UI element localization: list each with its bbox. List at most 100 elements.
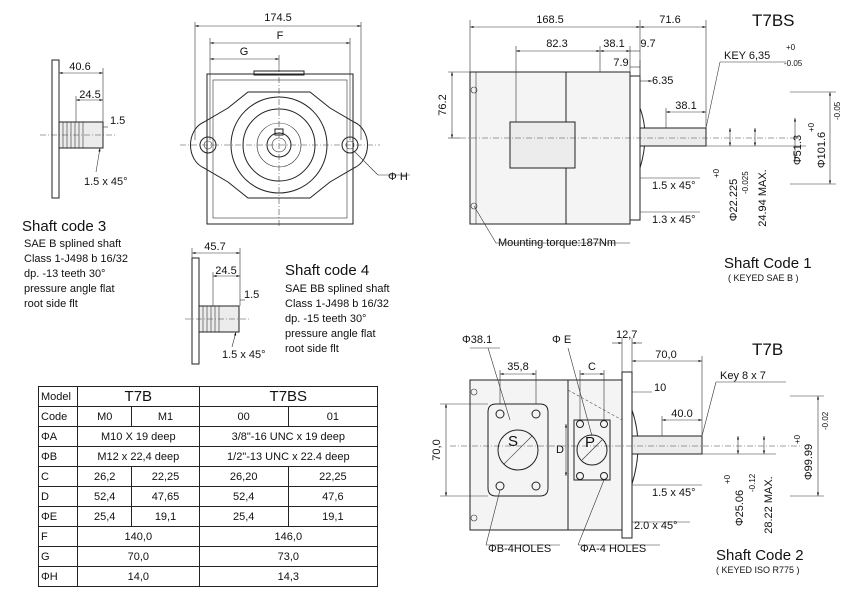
svg-text:dp. -13 teeth 30°: dp. -13 teeth 30° xyxy=(24,268,105,280)
t7b-chamfer-1: 1.5 x 45° xyxy=(652,487,696,499)
t7bs-side-view: T7BS 168.5 71.6 82.3 38.1 9.7 7.9 6.35 xyxy=(437,11,842,249)
table-row: G 70,0 73,0 xyxy=(38,546,379,567)
t7bs-dim-2494: 24.94 MAX. xyxy=(757,169,769,226)
t7b-dia-9999-tol-up: +0 xyxy=(793,434,802,444)
t7b-dim-358: 35,8 xyxy=(507,361,528,373)
table-cell: 14,3 xyxy=(198,566,379,587)
dim-t7bs-flange: 71.6 xyxy=(659,14,680,26)
dim-t7bs-79: 7.9 xyxy=(613,57,628,69)
dim-shaft3-spline: 24.5 xyxy=(79,89,100,101)
table-cell: 26,2 xyxy=(76,466,133,487)
t7b-holes-a: ΦA-4 HOLES xyxy=(580,543,646,555)
table-row: ΦH 14,0 14,3 xyxy=(38,566,379,587)
table-cell: M0 xyxy=(76,406,133,427)
table-cell: 140,0 xyxy=(77,526,200,547)
t7bs-dia-22225: Φ22.225 xyxy=(728,179,740,221)
row-label: C xyxy=(38,466,78,487)
t7bs-dia-22225-tol-up: +0 xyxy=(712,168,721,178)
t7b-dim-10: 10 xyxy=(654,382,666,394)
label-p: P xyxy=(585,434,595,451)
t7bs-key-label: KEY 6,35 xyxy=(724,50,770,62)
t7b-chamfer-2: 2.0 x 45° xyxy=(634,520,678,532)
t7b-dim-2822: 28.22 MAX. xyxy=(763,476,775,533)
shaft4-notes: SAE BB splined shaft Class 1-J498 b 16/3… xyxy=(285,283,390,355)
t7b-shaft-code: Shaft Code 2 xyxy=(716,547,804,564)
table-cell: 14,0 xyxy=(77,566,200,587)
shaft4-title: Shaft code 4 xyxy=(285,262,369,279)
svg-text:pressure angle flat: pressure angle flat xyxy=(24,283,115,295)
t7bs-chamfer-2: 1.3 x 45° xyxy=(652,214,696,226)
dim-t7bs-381: 38.1 xyxy=(675,100,696,112)
dim-t7bs-38a: 38.1 xyxy=(603,38,624,50)
t7bs-key-tol-dn: -0.05 xyxy=(784,59,803,68)
table-row: D 52,4 47,65 52,4 47,6 xyxy=(38,486,379,507)
row-label: D xyxy=(38,486,78,507)
dim-shaft4-width: 45.7 xyxy=(204,241,225,253)
shaft3-notes: SAE B splined shaft Class 1-J498 b 16/32… xyxy=(24,238,128,310)
model-t7bs: T7BS xyxy=(198,386,379,407)
table-cell: M10 X 19 deep xyxy=(77,426,200,447)
t7b-dim-d: D xyxy=(556,444,564,456)
t7bs-key-tol-up: +0 xyxy=(786,43,796,52)
table-cell: 26,20 xyxy=(198,466,289,487)
table-row: Code M0 M1 00 01 xyxy=(38,406,379,427)
table-cell: 47,65 xyxy=(131,486,200,507)
dim-phi-h: Φ H xyxy=(388,171,408,183)
t7b-title: T7B xyxy=(752,340,783,359)
table-cell: 52,4 xyxy=(198,486,289,507)
label-s: S xyxy=(508,433,518,450)
shaft-code-4-drawing: 45.7 24.5 1.5 1.5 x 45° xyxy=(185,241,266,365)
table-cell: 22,25 xyxy=(131,466,200,487)
t7b-dia-9999-tol-dn: -0.02 xyxy=(821,411,830,430)
table-cell: 25,4 xyxy=(76,506,133,527)
table-cell: 19,1 xyxy=(131,506,200,527)
table-row: F 140,0 146,0 xyxy=(38,526,379,547)
table-cell: 22,25 xyxy=(287,466,379,487)
table-cell: 47,6 xyxy=(287,486,379,507)
t7b-holes-b: ΦB-4HOLES xyxy=(488,543,551,555)
dim-t7bs-97: 9.7 xyxy=(640,38,655,50)
svg-text:root side flt: root side flt xyxy=(24,298,78,310)
table-cell: M12 x 22,4 deep xyxy=(77,446,200,467)
table-row: C 26,2 22,25 26,20 22,25 xyxy=(38,466,379,487)
t7b-shaft-code-sub: ( KEYED ISO R775 ) xyxy=(716,565,800,575)
row-label: G xyxy=(38,546,78,567)
t7b-dim-700-vert: 70,0 xyxy=(431,439,443,460)
dim-g: G xyxy=(240,46,249,58)
t7bs-dia-22225-tol: -0.025 xyxy=(741,171,750,194)
t7b-dia-2506-tol-dn: -0.12 xyxy=(748,473,757,492)
table-cell: 1/2"-13 UNC x 22.4 deep xyxy=(198,446,379,467)
table-cell: 3/8"-16 UNC x 19 deep xyxy=(198,426,379,447)
table-row: Model T7B T7BS xyxy=(38,386,379,407)
svg-text:root side flt: root side flt xyxy=(285,343,339,355)
t7bs-shaft-code-sub: ( KEYED SAE B ) xyxy=(728,273,799,283)
dim-t7bs-762: 76.2 xyxy=(437,94,449,115)
spec-table: Model T7B T7BS Code M0 M1 00 01 ΦA M10 X… xyxy=(38,386,379,587)
t7b-dia-381: Φ38.1 xyxy=(462,334,492,346)
model-t7b: T7B xyxy=(77,386,200,407)
dim-t7bs-635: 6.35 xyxy=(652,75,673,87)
dim-shaft3-width: 40.6 xyxy=(69,61,90,73)
t7bs-dia-1016-tol-up: +0 xyxy=(807,122,816,132)
t7b-dia-2506-tol-up: +0 xyxy=(723,474,732,484)
dim-overall-width: 174.5 xyxy=(264,12,292,24)
table-row: ΦA M10 X 19 deep 3/8"-16 UNC x 19 deep xyxy=(38,426,379,447)
code-label: Code xyxy=(38,406,78,427)
svg-text:SAE B splined shaft: SAE B splined shaft xyxy=(24,238,121,250)
row-label: ΦE xyxy=(38,506,78,527)
row-label: ΦA xyxy=(38,426,78,447)
t7b-dim-c: C xyxy=(588,361,596,373)
table-cell: 52,4 xyxy=(76,486,133,507)
table-row: ΦE 25,4 19,1 25,4 19,1 xyxy=(38,506,379,527)
model-label: Model xyxy=(38,386,78,407)
t7b-dia-9999: Φ99.99 xyxy=(803,444,815,480)
row-label: ΦB xyxy=(38,446,78,467)
table-cell: 00 xyxy=(198,406,289,427)
shaft4-chamfer: 1.5 x 45° xyxy=(222,349,266,361)
t7bs-dia-1016: Φ101.6 xyxy=(816,132,828,168)
shaft3-chamfer: 1.5 x 45° xyxy=(84,176,128,188)
table-cell: 70,0 xyxy=(77,546,200,567)
t7b-dim-127: 12,7 xyxy=(616,329,637,341)
t7bs-chamfer-1: 1.5 x 45° xyxy=(652,180,696,192)
